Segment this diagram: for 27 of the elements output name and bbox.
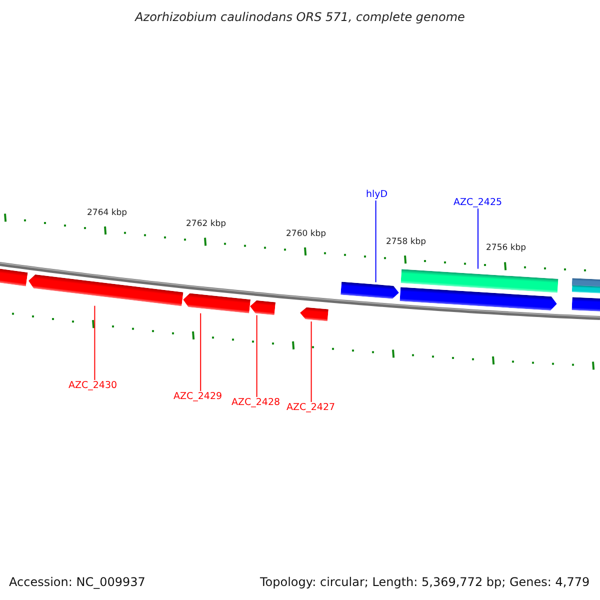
scale-label: 2756 kbp bbox=[486, 244, 526, 252]
gene-label: hlyD bbox=[366, 190, 388, 200]
gene-label: AZC_2429 bbox=[174, 392, 222, 402]
leader-line bbox=[200, 312, 202, 392]
gene-block bbox=[300, 307, 328, 322]
gene-block bbox=[572, 297, 600, 312]
footer-text: Accession: NC_009937 bbox=[9, 576, 146, 588]
gene-block bbox=[0, 268, 28, 287]
gene-label: AZC_2428 bbox=[232, 398, 280, 408]
leader-line bbox=[310, 321, 312, 402]
scale-label: 2762 kbp bbox=[186, 220, 226, 228]
footer-text: Topology: circular; Length: 5,369,772 bp; Genes: 4,779 bbox=[260, 576, 590, 588]
gene-label: AZC_2425 bbox=[454, 198, 502, 208]
diagram-title: Azorhizobium caulinodans ORS 571, complete genome bbox=[134, 10, 466, 24]
leader-line bbox=[256, 314, 258, 398]
scale-label: 2760 kbp bbox=[286, 230, 326, 238]
scale-label: 2764 kbp bbox=[87, 209, 128, 218]
gene-block bbox=[572, 285, 600, 294]
scale-label: 2758 kbp bbox=[386, 238, 426, 246]
gene-label: AZC_2430 bbox=[68, 381, 118, 390]
gene-block bbox=[249, 300, 276, 316]
gene-label: AZC_2427 bbox=[286, 403, 336, 412]
gene-block bbox=[28, 273, 184, 306]
leader-line bbox=[375, 200, 376, 283]
gene-block bbox=[340, 282, 400, 300]
gene-block bbox=[400, 268, 558, 292]
leader-line bbox=[94, 305, 96, 380]
